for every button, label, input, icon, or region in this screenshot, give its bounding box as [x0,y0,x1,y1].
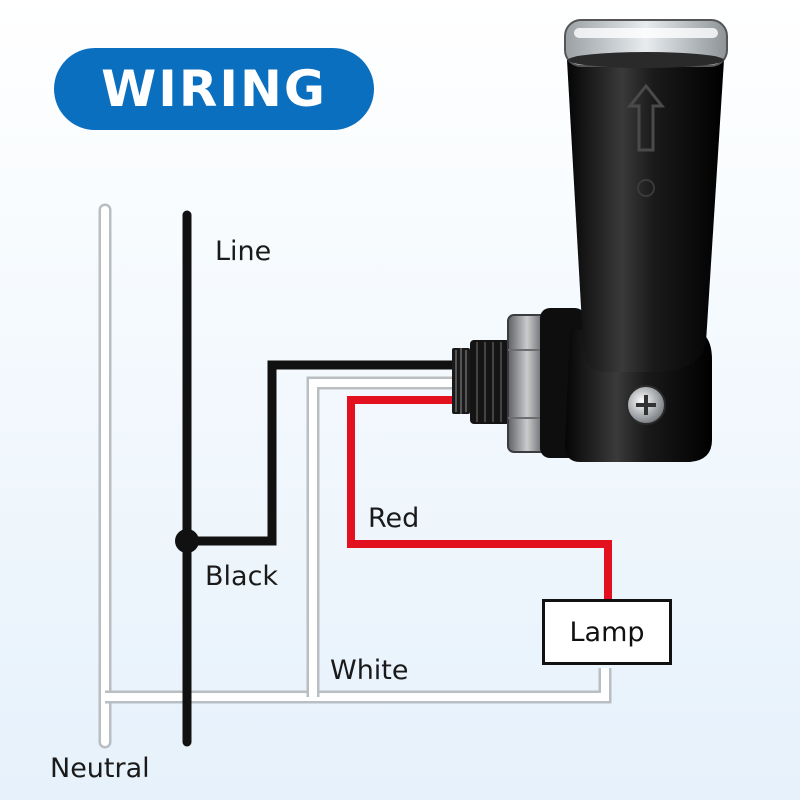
white-wire [306,376,455,697]
black-label: Black [205,561,279,592]
page-title: WIRING [101,60,327,118]
red-label: Red [368,503,420,534]
lamp-box: Lamp [542,599,672,665]
neutral-label: Neutral [50,753,150,784]
white-label: White [330,655,409,686]
red-wire [347,396,612,600]
title-badge: WIRING [54,48,374,130]
junction-dot [175,529,199,553]
photocell-sensor [452,19,728,462]
lamp-label: Lamp [569,616,645,648]
line-label: Line [215,236,272,267]
neutral-wire [98,203,612,749]
black-wire [187,360,455,546]
